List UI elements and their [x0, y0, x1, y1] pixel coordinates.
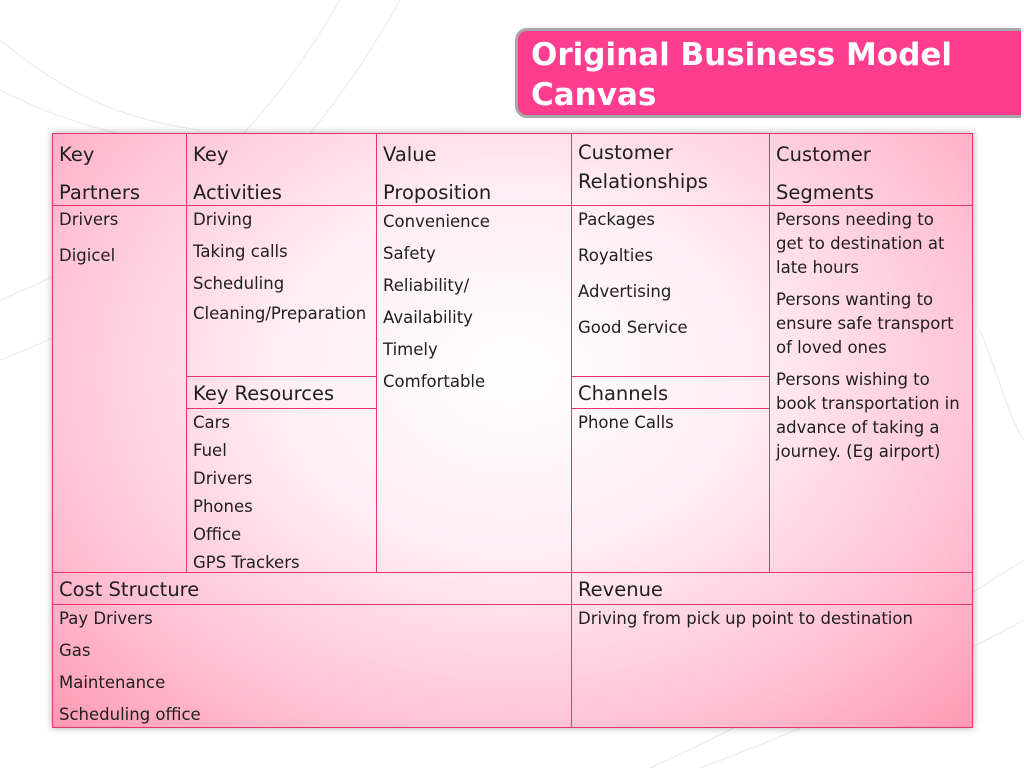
customer-segment-item: Persons wishing to book transportation i… [776, 370, 960, 461]
customer-segments-header-line-2: Segments [776, 181, 874, 204]
key-activities-header-line-1: Key [193, 143, 229, 166]
customer-relationship-item: Packages [578, 210, 655, 229]
key-partner-item: Drivers [59, 210, 119, 229]
channels-header-label: Channels [578, 382, 669, 405]
key-resources-cell: Cars Fuel Drivers Phones Office GPS Trac… [186, 408, 377, 573]
customer-relationships-cell: Packages Royalties Advertising Good Serv… [571, 205, 770, 377]
key-activities-header-line-2: Activities [193, 181, 282, 204]
key-partner-item: Digicel [59, 246, 116, 265]
channel-item: Phone Calls [578, 413, 674, 432]
key-resource-item: Fuel [193, 441, 227, 460]
key-resource-item: Drivers [193, 469, 253, 488]
cost-structure-item: Gas [59, 641, 91, 660]
cost-structure-cell: Pay Drivers Gas Maintenance Scheduling o… [52, 604, 572, 728]
customer-relationships-header: Customer Relationships [571, 133, 770, 206]
business-model-canvas: Key Partners Key Activities Value Propos… [52, 133, 973, 728]
value-proposition-item: Safety [383, 244, 436, 263]
revenue-header-label: Revenue [578, 578, 663, 601]
cost-structure-item: Scheduling office [59, 705, 201, 724]
slide-title-line-2: Canvas [531, 77, 657, 113]
key-activity-item: Scheduling [193, 274, 285, 293]
cost-structure-header: Cost Structure [52, 572, 572, 605]
key-activity-item: Cleaning/Preparation [193, 304, 367, 323]
key-resource-item: Phones [193, 497, 253, 516]
cost-structure-item: Pay Drivers [59, 609, 153, 628]
cost-structure-item: Maintenance [59, 673, 166, 692]
key-activity-item: Driving [193, 210, 253, 229]
key-partners-header-line-1: Key [59, 143, 95, 166]
customer-segments-cell: Persons needing to get to destination at… [769, 205, 973, 573]
value-proposition-item: Comfortable [383, 372, 486, 391]
key-activities-header: Key Activities [186, 133, 377, 206]
key-activity-item: Taking calls [193, 242, 288, 261]
customer-segment-item: Persons needing to get to destination at… [776, 210, 945, 277]
key-activities-cell: Driving Taking calls Scheduling Cleaning… [186, 205, 377, 377]
customer-relationship-item: Royalties [578, 246, 654, 265]
customer-relationships-header-line-1: Customer [578, 141, 673, 164]
value-proposition-item: Availability [383, 308, 473, 327]
key-partners-header-line-2: Partners [59, 181, 141, 204]
channels-header: Channels [571, 376, 770, 409]
customer-relationship-item: Advertising [578, 282, 672, 301]
value-proposition-item: Convenience [383, 212, 490, 231]
revenue-cell: Driving from pick up point to destinatio… [571, 604, 973, 728]
channels-cell: Phone Calls [571, 408, 770, 573]
customer-relationships-header-line-2: Relationships [578, 170, 708, 193]
key-resources-header: Key Resources [186, 376, 377, 409]
customer-segment-item: Persons wanting to ensure safe transport… [776, 290, 954, 357]
key-resource-item: Office [193, 525, 242, 544]
key-resources-header-label: Key Resources [193, 382, 335, 405]
key-resource-item: GPS Trackers [193, 553, 300, 572]
revenue-header: Revenue [571, 572, 973, 605]
value-proposition-header-line-1: Value [383, 143, 437, 166]
value-proposition-header-line-2: Proposition [383, 181, 492, 204]
value-proposition-item: Reliability/ [383, 276, 470, 295]
value-proposition-cell: Convenience Safety Reliability/ Availabi… [376, 205, 572, 573]
customer-segments-header-line-1: Customer [776, 143, 871, 166]
revenue-item: Driving from pick up point to destinatio… [578, 609, 913, 628]
cost-structure-header-label: Cost Structure [59, 578, 200, 601]
key-partners-header: Key Partners [52, 133, 187, 206]
key-resource-item: Cars [193, 413, 231, 432]
customer-segments-header: Customer Segments [769, 133, 973, 206]
value-proposition-header: Value Proposition [376, 133, 572, 206]
slide-title-line-1: Original Business Model [531, 37, 953, 73]
value-proposition-item: Timely [383, 340, 438, 359]
key-partners-cell: Drivers Digicel [52, 205, 187, 573]
slide-title: Original Business Model Canvas [515, 28, 1021, 118]
customer-relationship-item: Good Service [578, 318, 688, 337]
